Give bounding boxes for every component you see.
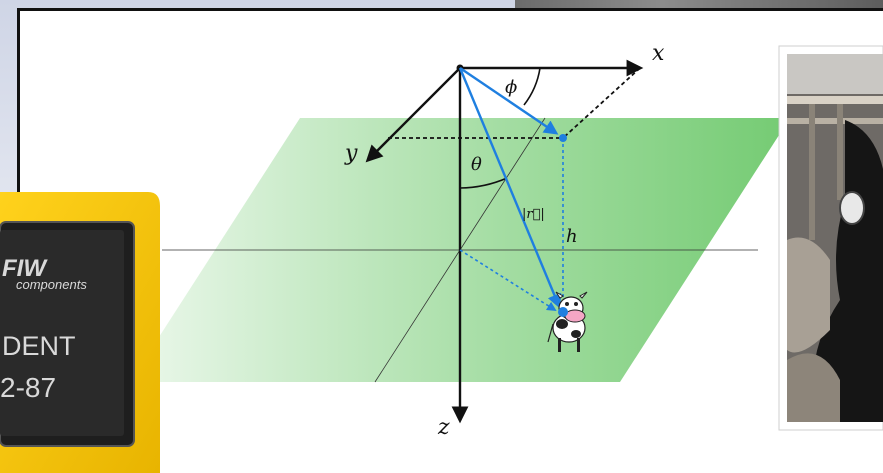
- theta-arc: [459, 177, 508, 189]
- x-axis-label: x: [652, 41, 665, 66]
- phi-arc: [523, 67, 541, 106]
- projected-point: [559, 134, 567, 142]
- cow-photo: [778, 45, 883, 431]
- device-line1: DENT: [2, 331, 76, 361]
- cow-icon: [547, 291, 588, 352]
- theta-label: θ: [471, 154, 482, 175]
- z-axis-label: z: [437, 415, 450, 440]
- projection-vector: [459, 67, 559, 135]
- projection-line-x: [562, 67, 641, 139]
- device-brand: FIW: [2, 255, 48, 282]
- tracking-device: FIW components DENT 2-87: [0, 192, 160, 473]
- device-subtitle: components: [16, 277, 87, 292]
- device-line2: 2-87: [0, 372, 56, 403]
- y-axis: [365, 67, 461, 163]
- vector-r-label: |r⃗|: [522, 207, 545, 222]
- ground-projection-line: [459, 249, 557, 312]
- position-vector-r: [458, 67, 562, 309]
- height-h-label: h: [566, 226, 578, 247]
- background-photo-strip: [515, 0, 883, 10]
- phi-label: ϕ: [505, 77, 517, 98]
- y-axis-label: y: [344, 141, 358, 166]
